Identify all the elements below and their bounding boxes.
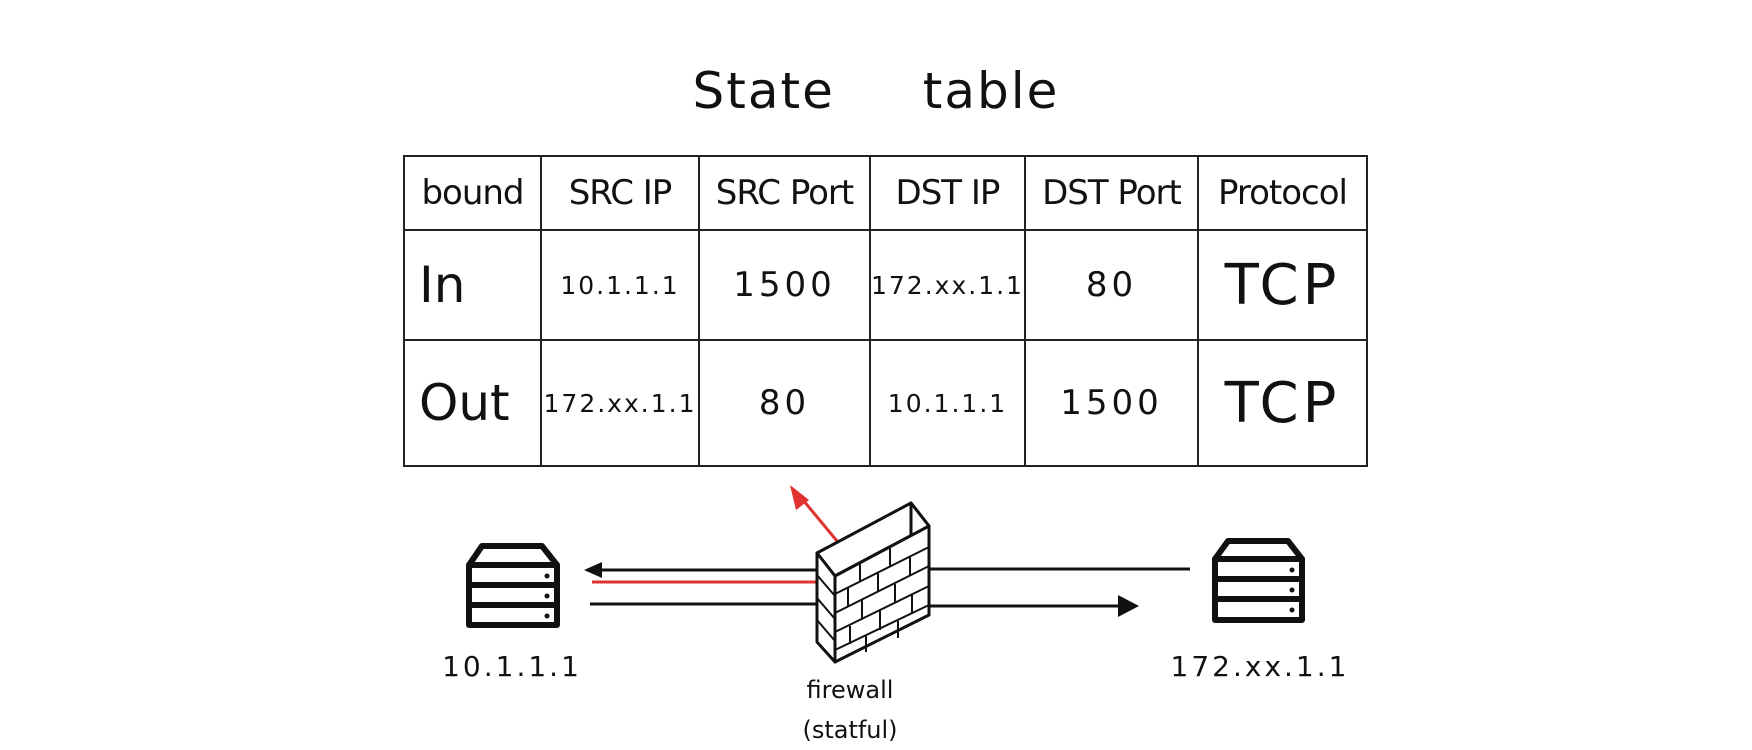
cell-src-port: 1500 — [698, 229, 871, 341]
header-protocol: Protocol — [1196, 155, 1368, 231]
header-dst-ip: DST IP — [869, 155, 1026, 231]
firewall-icon — [815, 501, 931, 664]
server-icon — [466, 543, 560, 628]
firewall-name: firewall — [806, 676, 894, 704]
connection-lines-left — [584, 562, 820, 606]
cell-dst-port: 80 — [1023, 229, 1199, 341]
firewall-type: (statful) — [802, 716, 898, 744]
server-icon — [1212, 538, 1305, 623]
firewall-label: firewall (statful) — [790, 670, 910, 750]
cell-bound: In — [403, 229, 542, 341]
table-header-row: bound SRC IP SRC Port DST IP DST Port Pr… — [403, 155, 1368, 231]
cell-protocol: TCP — [1196, 229, 1368, 341]
cell-protocol: TCP — [1196, 339, 1368, 467]
header-src-port: SRC Port — [698, 155, 871, 231]
cell-src-ip: 10.1.1.1 — [540, 229, 700, 341]
blocked-arrow-icon — [790, 485, 839, 542]
cell-dst-port: 1500 — [1023, 339, 1199, 467]
cell-src-ip: 172.xx.1.1 — [540, 339, 700, 467]
cell-dst-ip: 10.1.1.1 — [869, 339, 1026, 467]
right-server-label: 172.xx.1.1 — [1170, 650, 1350, 683]
header-dst-port: DST Port — [1023, 155, 1199, 231]
state-table: bound SRC IP SRC Port DST IP DST Port Pr… — [403, 155, 1368, 467]
cell-src-port: 80 — [698, 339, 871, 467]
cell-bound: Out — [403, 339, 542, 467]
table-row: Out 172.xx.1.1 80 10.1.1.1 1500 TCP — [403, 339, 1368, 467]
header-src-ip: SRC IP — [540, 155, 700, 231]
connection-lines-right — [885, 567, 1190, 617]
left-server-label: 10.1.1.1 — [442, 650, 582, 683]
diagram-title: State table — [692, 62, 1060, 120]
cell-dst-ip: 172.xx.1.1 — [869, 229, 1026, 341]
header-bound: bound — [403, 155, 542, 231]
table-row: In 10.1.1.1 1500 172.xx.1.1 80 TCP — [403, 229, 1368, 341]
